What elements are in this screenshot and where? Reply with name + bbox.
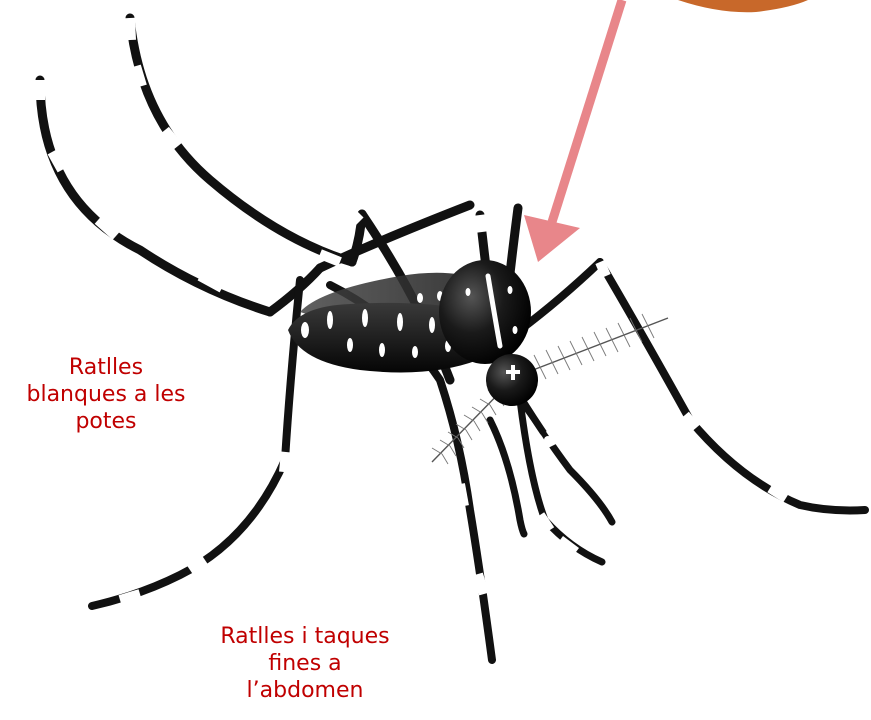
legs-stripes-label: Ratlles blanques a les potes [0,354,212,435]
legs-label-line-2: blanques a les [0,381,212,408]
legs-label-line-1: Ratlles [0,354,212,381]
arrow-icon [524,0,622,262]
abdomen-label-line-1: Ratlles i taques [180,623,430,650]
thorax [439,260,531,364]
abdomen-stripes-label: Ratlles i taques fines a l’abdomen [180,623,430,704]
callout-blob [678,0,808,12]
legs-label-line-3: potes [0,408,212,435]
abdomen-label-line-2: fines a [180,650,430,677]
abdomen-label-line-3: l’abdomen [180,677,430,704]
